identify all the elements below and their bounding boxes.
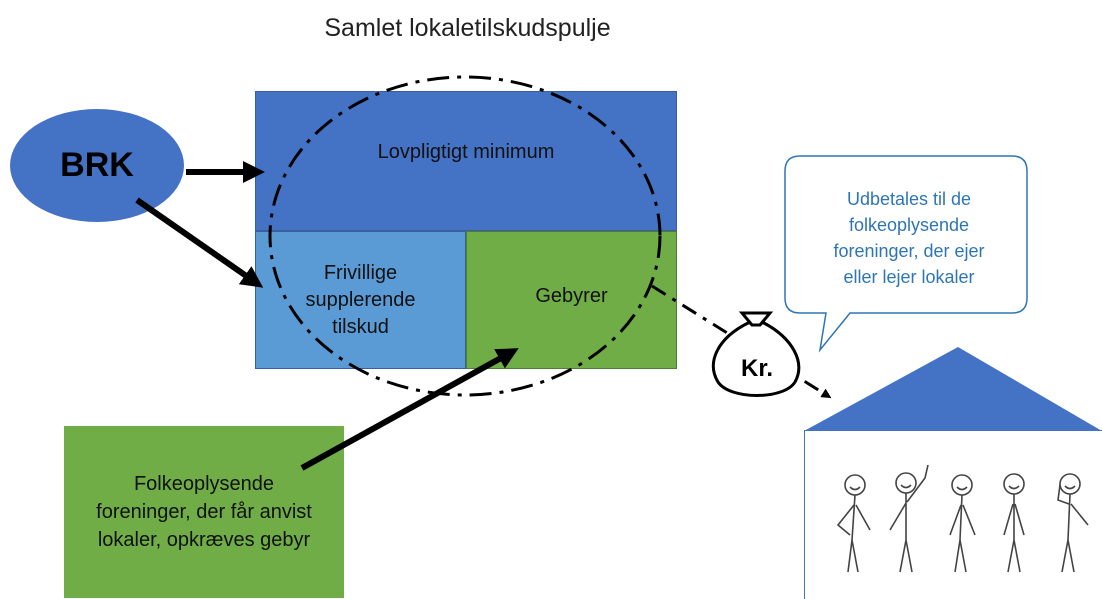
mandatory-minimum-box: Lovpligtigt minimum [255,91,677,231]
bubble-line-3: foreninger, der ejer [833,241,985,261]
voluntary-grants-line-3: tilskud [332,315,389,338]
bubble-line-2: folkeoplysende [848,215,970,235]
associations-to-fees-arrow [300,348,519,471]
fees-label: Gebyrer [535,284,608,307]
voluntary-grants-line-1: Frivillige [323,261,398,284]
fees-box: Gebyrer [466,231,677,369]
bubble-line-4: eller lejer lokaler [843,267,975,287]
associations-line-1: Folkeoplysende [133,473,275,495]
brk-to-voluntary-arrow [135,197,264,288]
money-bag-icon: Kr. [712,311,801,397]
pool-ellipse [268,75,662,397]
brk-ellipse: BRK [10,109,184,222]
speech-bubble [784,155,1028,353]
stick-figures-icon [836,464,1089,573]
moneybag-label: Kr. [741,355,773,382]
house-roof [804,347,1102,431]
associations-line-3: lokaler, opkræves gebyr [97,529,311,551]
voluntary-grants-box: Frivillige supplerende tilskud [255,231,466,369]
bubble-line-1: Udbetales til de [846,189,972,209]
associations-line-2: foreninger, der får anvist [96,501,312,523]
brk-label: BRK [60,146,134,184]
mandatory-minimum-label: Lovpligtigt minimum [377,140,555,163]
bubble-text: Udbetales til de folkeoplysende forening… [795,186,1023,290]
associations-box: Folkeoplysende foreninger, der får anvis… [64,426,344,598]
voluntary-grants-line-2: supplerende [305,288,416,311]
diagram-title: Samlet lokaletilskudspulje [324,14,611,42]
